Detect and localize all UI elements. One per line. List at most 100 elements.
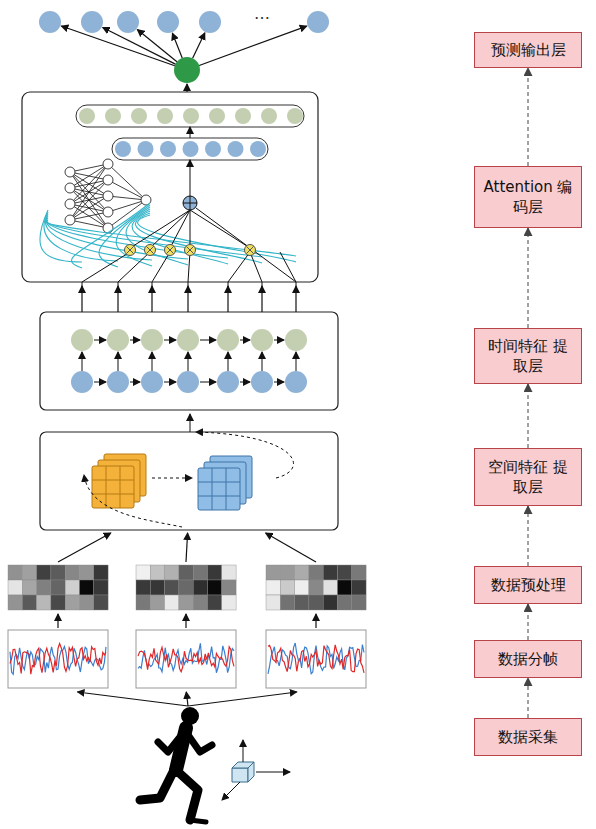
illustration-stroke [186, 533, 188, 562]
signal-trace [268, 645, 364, 673]
ellipsis-label: … [254, 4, 270, 23]
heatmap-cell [136, 580, 150, 595]
lstm-cell [285, 371, 307, 393]
illustration-stroke [150, 210, 190, 248]
illustration-stroke [118, 352, 119, 371]
multiply-symbol [125, 245, 136, 256]
output-circle [39, 11, 61, 33]
heatmap-cell [323, 580, 337, 595]
illustration-stroke [70, 220, 108, 228]
illustration-stroke [103, 191, 113, 201]
illustration-stroke [81, 286, 82, 312]
signal-trace [10, 644, 106, 675]
illustration-stroke [82, 352, 83, 371]
illustration-stroke [247, 247, 254, 254]
heatmap-cell [94, 595, 108, 610]
heatmap-cell [338, 595, 352, 610]
illustration-stroke [103, 159, 113, 169]
illustration-stroke [117, 286, 118, 312]
output-arrow [103, 27, 176, 64]
illustration-stroke [103, 223, 113, 233]
lstm-cell [71, 371, 93, 393]
heatmap-cell [150, 595, 164, 610]
heatmap-cell [338, 565, 352, 580]
illustration-stroke [186, 692, 188, 706]
illustration-stroke [130, 210, 190, 248]
heatmap-cell [22, 565, 36, 580]
signal-plot [136, 630, 236, 688]
illustration-stroke [151, 286, 152, 312]
heatmap-cell [352, 595, 366, 610]
heatmap-cell [323, 565, 337, 580]
hidden-circle [205, 141, 221, 157]
heatmap-cell [295, 595, 309, 610]
illustration-stroke [106, 466, 107, 508]
hidden-circle [209, 108, 225, 124]
illustration-stroke [94, 340, 106, 341]
flow-arrow [528, 604, 529, 640]
layer-label: Attention 编码层 [481, 177, 575, 217]
signal-plot [266, 630, 366, 688]
lstm-cell [177, 329, 199, 351]
illustration-stroke [187, 247, 194, 254]
illustration-stroke [130, 382, 140, 383]
heatmap-cell [193, 595, 207, 610]
output-circle [307, 11, 329, 33]
hidden-circle [138, 141, 154, 157]
illustration-stroke [226, 468, 227, 510]
illustration-stroke [240, 340, 250, 341]
illustration-stroke [108, 196, 146, 200]
illustration-stroke [188, 252, 190, 282]
heatmap-cell [179, 565, 193, 580]
heatmap-cell [352, 580, 366, 595]
lstm-cell [217, 329, 239, 351]
feature-map [92, 466, 134, 508]
illustration-stroke [103, 207, 113, 217]
illustration-stroke [92, 494, 134, 495]
layer-label: 预测输出层 [491, 40, 566, 60]
illustration-stroke [190, 210, 250, 248]
illustration-stroke [200, 340, 216, 341]
lstm-cell [141, 371, 163, 393]
flow-arrow [528, 384, 529, 448]
heatmap-cell [295, 580, 309, 595]
signal-trace [138, 643, 234, 672]
heatmap-cell [51, 595, 65, 610]
hidden-circle [287, 108, 303, 124]
heatmap-cell [80, 565, 94, 580]
illustration-stroke [261, 286, 262, 312]
lstm-cell [177, 371, 199, 393]
illustration-stroke [138, 215, 296, 262]
illustration-stroke [70, 188, 108, 228]
illustration-stroke [280, 252, 296, 282]
illustration-stroke [200, 382, 216, 383]
heatmap-cell [37, 565, 51, 580]
heatmap-cell [8, 595, 22, 610]
illustration-stroke [70, 212, 108, 220]
heatmap-cell [222, 565, 236, 580]
heatmap-cell [51, 565, 65, 580]
heatmap-cell [22, 580, 36, 595]
output-circle [199, 11, 221, 33]
illustration-stroke [227, 286, 228, 312]
heatmap-cell [94, 565, 108, 580]
heatmap-cell [309, 565, 323, 580]
output-circle [157, 11, 179, 33]
layer-box: 预测输出层 [474, 32, 582, 68]
illustration-stroke [70, 172, 108, 228]
heatmap-cell [193, 565, 207, 580]
illustration-stroke [274, 382, 284, 383]
layer-box: 空间特征 提取层 [474, 448, 582, 506]
illustration-stroke [57, 614, 58, 628]
illustration-stroke [167, 247, 174, 254]
hidden-circle [183, 108, 199, 124]
multiply-symbol [185, 245, 196, 256]
heatmap-cell [51, 580, 65, 595]
illustration-stroke [118, 252, 150, 282]
illustration-stroke [120, 466, 121, 508]
hidden-circle [235, 108, 251, 124]
heatmap-cell [80, 595, 94, 610]
illustration-stroke [262, 352, 263, 371]
illustration-stroke [196, 208, 296, 282]
